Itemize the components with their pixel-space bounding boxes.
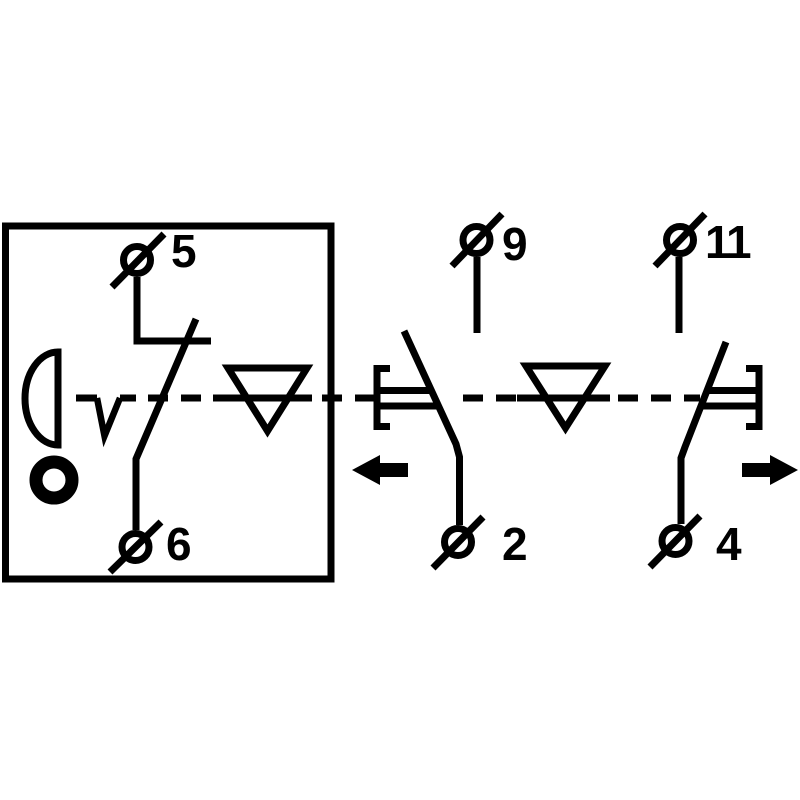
terminal-5-icon bbox=[109, 231, 167, 290]
terminal-4-icon bbox=[647, 513, 703, 570]
terminal-6-icon bbox=[107, 519, 164, 575]
v-symbol-icon bbox=[93, 396, 124, 448]
contact-blade bbox=[677, 340, 730, 524]
terminal-label: 6 bbox=[166, 518, 190, 570]
terminal-label: 11 bbox=[705, 216, 751, 268]
terminal-label: 9 bbox=[502, 218, 526, 270]
terminal-5-wire bbox=[133, 277, 211, 345]
terminal-9-icon bbox=[449, 211, 505, 269]
contact-blade bbox=[132, 317, 200, 530]
lamp-ring-icon bbox=[29, 455, 79, 505]
contact-blade bbox=[400, 329, 463, 525]
plunger-bracket-icon bbox=[746, 365, 763, 430]
right-plunger-contact: 11 4 bbox=[647, 211, 798, 570]
pushbutton-dome-icon bbox=[21, 348, 62, 449]
plunger-bracket-icon bbox=[373, 365, 390, 430]
terminal-11-icon bbox=[652, 211, 708, 269]
arrow-right-icon bbox=[742, 455, 798, 485]
middle-plunger-contact: 9 2 bbox=[352, 211, 528, 571]
terminal-2-icon bbox=[430, 514, 486, 571]
boxed-illuminated-switch: 5 6 bbox=[21, 225, 211, 575]
terminal-label: 4 bbox=[716, 518, 742, 570]
arrow-left-icon bbox=[352, 455, 408, 485]
enclosure-box bbox=[2, 222, 335, 583]
triangle-down-icon bbox=[519, 362, 612, 435]
terminal-label: 2 bbox=[502, 518, 526, 570]
triangle-down-icon bbox=[221, 364, 314, 438]
terminal-label: 5 bbox=[171, 225, 196, 277]
